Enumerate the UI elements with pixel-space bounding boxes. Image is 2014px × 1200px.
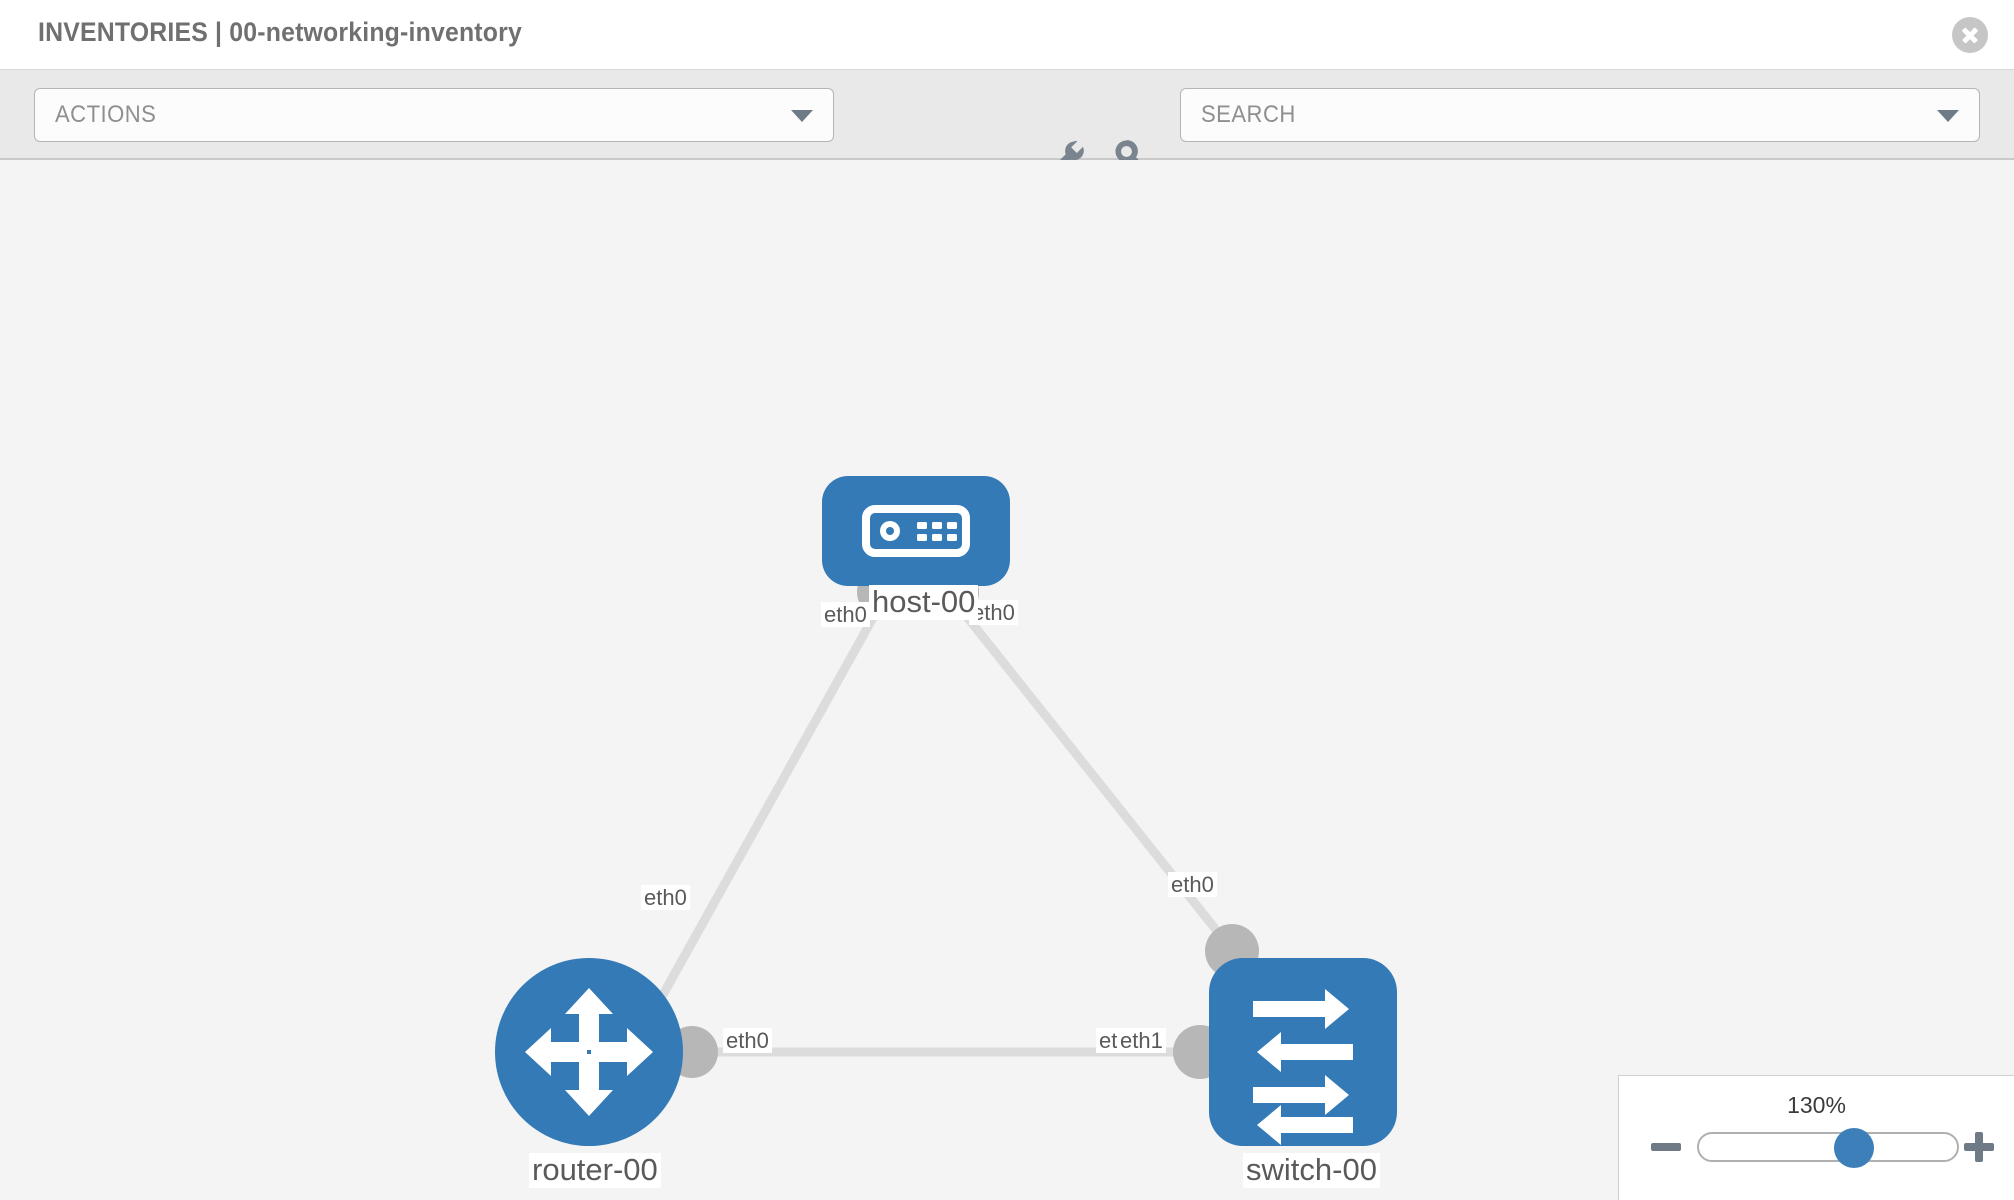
zoom-slider-track[interactable] — [1697, 1128, 1959, 1168]
node-label-switch: switch-00 — [1243, 1153, 1380, 1188]
port-label: eth0 — [1168, 872, 1217, 898]
actions-dropdown-label: ACTIONS — [55, 101, 157, 128]
page-title: INVENTORIES | 00-networking-inventory — [38, 17, 522, 47]
search-placeholder: SEARCH — [1201, 101, 1296, 128]
page-header: INVENTORIES | 00-networking-inventory — [0, 0, 2014, 70]
node-host-00[interactable] — [822, 476, 1010, 586]
port-label: eth0 — [723, 1028, 772, 1054]
node-router-00[interactable] — [495, 958, 683, 1146]
zoom-level-label: 130% — [1787, 1092, 1846, 1118]
node-label-host: host-00 — [869, 585, 979, 620]
server-icon — [862, 505, 970, 557]
minus-icon — [1651, 1143, 1681, 1151]
server-icon-details — [880, 521, 957, 541]
toolbar: ACTIONS SEARCH — [0, 70, 2014, 177]
plus-icon-vertical — [1975, 1132, 1983, 1162]
link-host-switch — [948, 595, 1244, 963]
actions-dropdown[interactable]: ACTIONS — [34, 88, 834, 142]
port-label: eth0 — [821, 602, 870, 628]
zoom-out-button[interactable] — [1651, 1132, 1681, 1162]
close-icon[interactable] — [1952, 17, 1988, 53]
node-label-router: router-00 — [529, 1153, 661, 1188]
chevron-down-icon — [791, 110, 813, 122]
topology-links — [656, 595, 1244, 1057]
zoom-slider-thumb[interactable] — [1833, 1128, 1874, 1168]
topology-canvas[interactable]: eth0 eth0 eth0 eth0 eth0 eth0 eth1 host-… — [0, 160, 2014, 1200]
zoom-in-button[interactable] — [1964, 1132, 1994, 1162]
chevron-down-icon — [1937, 110, 1959, 122]
search-input[interactable]: SEARCH — [1180, 88, 1980, 142]
zoom-control-panel: 130% — [1618, 1075, 2014, 1200]
link-host-router — [656, 595, 888, 1003]
node-switch-00[interactable] — [1209, 958, 1397, 1146]
router-arrows-icon — [525, 988, 653, 1116]
port-label: eth0 — [641, 885, 690, 911]
port-label: eth1 — [1117, 1028, 1166, 1054]
topology-graph — [495, 476, 1397, 1146]
switch-arrows-icon — [1253, 989, 1353, 1145]
